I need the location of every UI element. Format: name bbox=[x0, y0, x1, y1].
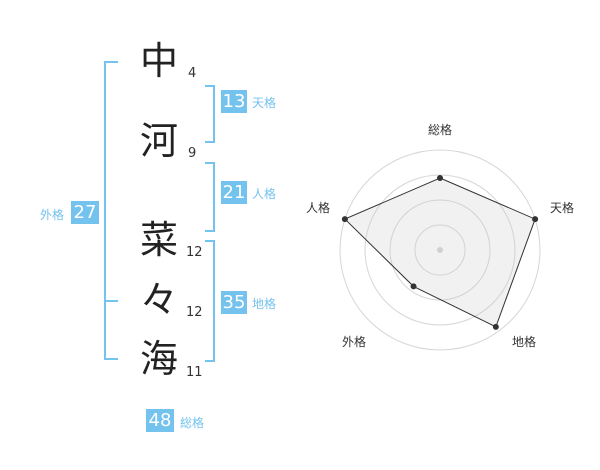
radar-point-2 bbox=[532, 216, 539, 223]
name-char-5: 海 bbox=[140, 337, 179, 381]
radar-axis-label-chikaku: 地格 bbox=[512, 335, 537, 349]
jinkaku-label: 人格 bbox=[252, 187, 277, 201]
name-char-3: 菜 bbox=[140, 218, 179, 262]
soukaku-label: 総格 bbox=[180, 416, 205, 430]
radar-point-5 bbox=[341, 216, 348, 223]
radar-point-3 bbox=[492, 323, 499, 330]
jinkaku-value: 21 bbox=[221, 181, 247, 204]
stroke-count-4: 12 bbox=[186, 305, 203, 320]
soukaku-value: 48 bbox=[146, 409, 174, 432]
stroke-count-3: 12 bbox=[186, 245, 203, 260]
tenkaku-label: 天格 bbox=[252, 96, 277, 110]
gaikaku-value: 27 bbox=[71, 201, 99, 224]
radar-axis-label-tenkaku: 天格 bbox=[550, 201, 575, 215]
chikaku-label: 地格 bbox=[252, 297, 277, 311]
name-char-1: 中 bbox=[140, 39, 179, 83]
tenkaku-bracket bbox=[205, 85, 215, 143]
gaikaku-bracket-bottom bbox=[104, 299, 118, 360]
radar-ring-1 bbox=[414, 224, 466, 276]
gaikaku-bracket-top bbox=[104, 61, 118, 302]
gaikaku-label: 外格 bbox=[40, 208, 65, 222]
chikaku-bracket bbox=[205, 240, 215, 362]
tenkaku-value: 13 bbox=[221, 90, 247, 113]
radar-point-4 bbox=[410, 283, 417, 290]
stroke-count-5: 11 bbox=[186, 365, 203, 380]
radar-axis-label-jinkaku: 人格 bbox=[306, 201, 331, 215]
jinkaku-bracket bbox=[205, 162, 215, 232]
radar-point-1 bbox=[437, 175, 443, 181]
radar-axis-label-soukaku: 総格 bbox=[428, 123, 453, 137]
stroke-count-1: 4 bbox=[188, 66, 197, 81]
name-char-4: 々 bbox=[140, 278, 179, 322]
radar-center-point bbox=[437, 247, 443, 253]
radar-axis-label-gaikaku: 外格 bbox=[342, 335, 367, 349]
chikaku-value: 35 bbox=[221, 291, 247, 314]
stroke-count-2: 9 bbox=[188, 146, 197, 161]
name-char-2: 河 bbox=[140, 119, 179, 163]
radar-ring-2 bbox=[389, 199, 491, 301]
